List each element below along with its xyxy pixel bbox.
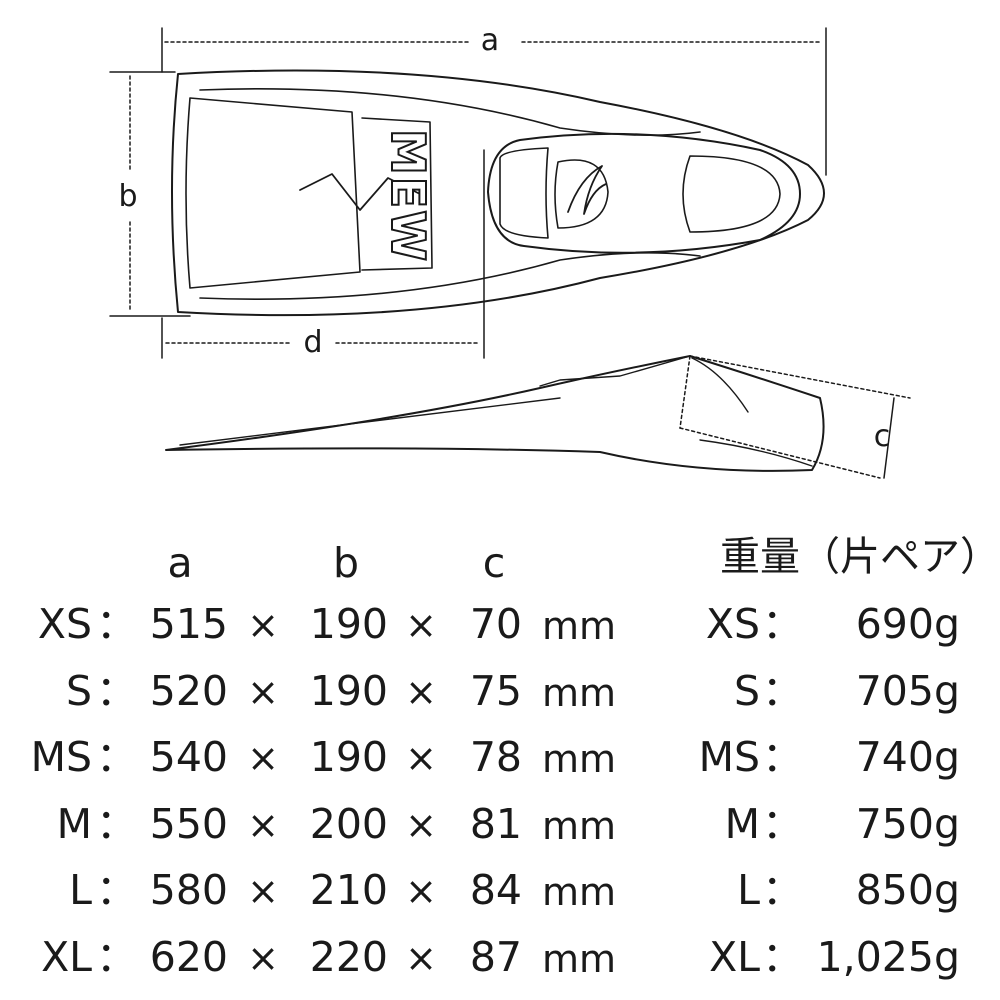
value-a: 520 xyxy=(149,666,228,715)
weight-header: 重量（片ペア） xyxy=(720,534,1000,580)
value-b: 210 xyxy=(309,866,388,914)
colon: ： xyxy=(762,666,803,715)
value-b: 220 xyxy=(309,932,388,981)
value-b: 200 xyxy=(309,799,388,848)
weight-size-label: L xyxy=(737,866,760,914)
times-symbol: × xyxy=(405,802,437,847)
brand-logo: MEW xyxy=(381,129,435,263)
colon: ： xyxy=(96,932,137,981)
value-b: 190 xyxy=(309,600,388,648)
weight-size-label: MS xyxy=(698,733,760,781)
dimension-d-line xyxy=(161,149,485,359)
times-symbol: × xyxy=(405,736,437,780)
times-symbol: × xyxy=(247,869,279,913)
value-c: 70 xyxy=(469,600,522,648)
unit-label: mm xyxy=(542,737,617,781)
colon: ： xyxy=(96,733,137,781)
dimension-label-c: c xyxy=(874,419,891,454)
unit-label: mm xyxy=(542,670,617,715)
colon: ： xyxy=(762,932,803,981)
times-symbol: × xyxy=(405,603,437,647)
dimension-label-d: d xyxy=(303,325,322,360)
size-label: XS xyxy=(37,600,92,648)
size-label: M xyxy=(56,799,92,848)
colon: ： xyxy=(96,799,137,848)
value-a: 515 xyxy=(149,600,228,648)
dimension-a-line xyxy=(161,27,827,176)
times-symbol: × xyxy=(247,736,279,780)
weight-value: 1,025g xyxy=(816,932,960,981)
value-c: 84 xyxy=(469,866,522,914)
weight-size-label: XS xyxy=(705,600,760,648)
fin-diagram: MEW a b d c xyxy=(109,23,911,479)
value-a: 580 xyxy=(149,866,228,914)
value-c: 81 xyxy=(469,799,522,848)
value-a: 550 xyxy=(149,799,228,848)
unit-label: mm xyxy=(542,604,617,648)
weight-size-label: M xyxy=(724,799,760,848)
value-c: 75 xyxy=(469,666,522,715)
unit-label: mm xyxy=(542,870,617,914)
column-header-c: c xyxy=(482,539,506,587)
weight-value: 740g xyxy=(855,733,960,781)
colon: ： xyxy=(762,733,803,781)
dimension-label-b: b xyxy=(118,179,137,214)
colon: ： xyxy=(762,866,803,914)
times-symbol: × xyxy=(405,669,437,714)
colon: ： xyxy=(96,866,137,914)
weight-value: 690g xyxy=(855,600,960,648)
times-symbol: × xyxy=(247,935,279,980)
unit-label: mm xyxy=(542,936,617,981)
column-header-a: a xyxy=(167,539,193,587)
weight-value: 850g xyxy=(855,866,960,914)
value-a: 540 xyxy=(149,733,228,781)
value-b: 190 xyxy=(309,666,388,715)
fin-top-view xyxy=(171,69,825,317)
weight-value: 750g xyxy=(855,799,960,848)
weight-size-label: XL xyxy=(709,932,760,981)
weight-value: 705g xyxy=(855,666,960,715)
colon: ： xyxy=(96,666,137,715)
weight-size-label: S xyxy=(733,666,760,715)
dimension-label-a: a xyxy=(481,23,499,58)
colon: ： xyxy=(762,600,803,648)
value-c: 87 xyxy=(469,932,522,981)
size-label: S xyxy=(65,666,92,715)
fin-side-view xyxy=(165,355,911,479)
colon: ： xyxy=(96,600,137,648)
value-b: 190 xyxy=(309,733,388,781)
times-symbol: × xyxy=(405,935,437,980)
times-symbol: × xyxy=(247,802,279,847)
size-label: MS xyxy=(30,733,92,781)
colon: ： xyxy=(762,799,803,848)
value-a: 620 xyxy=(149,932,228,981)
value-c: 78 xyxy=(469,733,522,781)
times-symbol: × xyxy=(247,603,279,647)
unit-label: mm xyxy=(542,803,617,848)
column-header-b: b xyxy=(332,539,360,587)
size-label: XL xyxy=(41,932,92,981)
times-symbol: × xyxy=(405,869,437,913)
times-symbol: × xyxy=(247,669,279,714)
dimension-b-line xyxy=(109,71,191,317)
size-label: L xyxy=(69,866,92,914)
